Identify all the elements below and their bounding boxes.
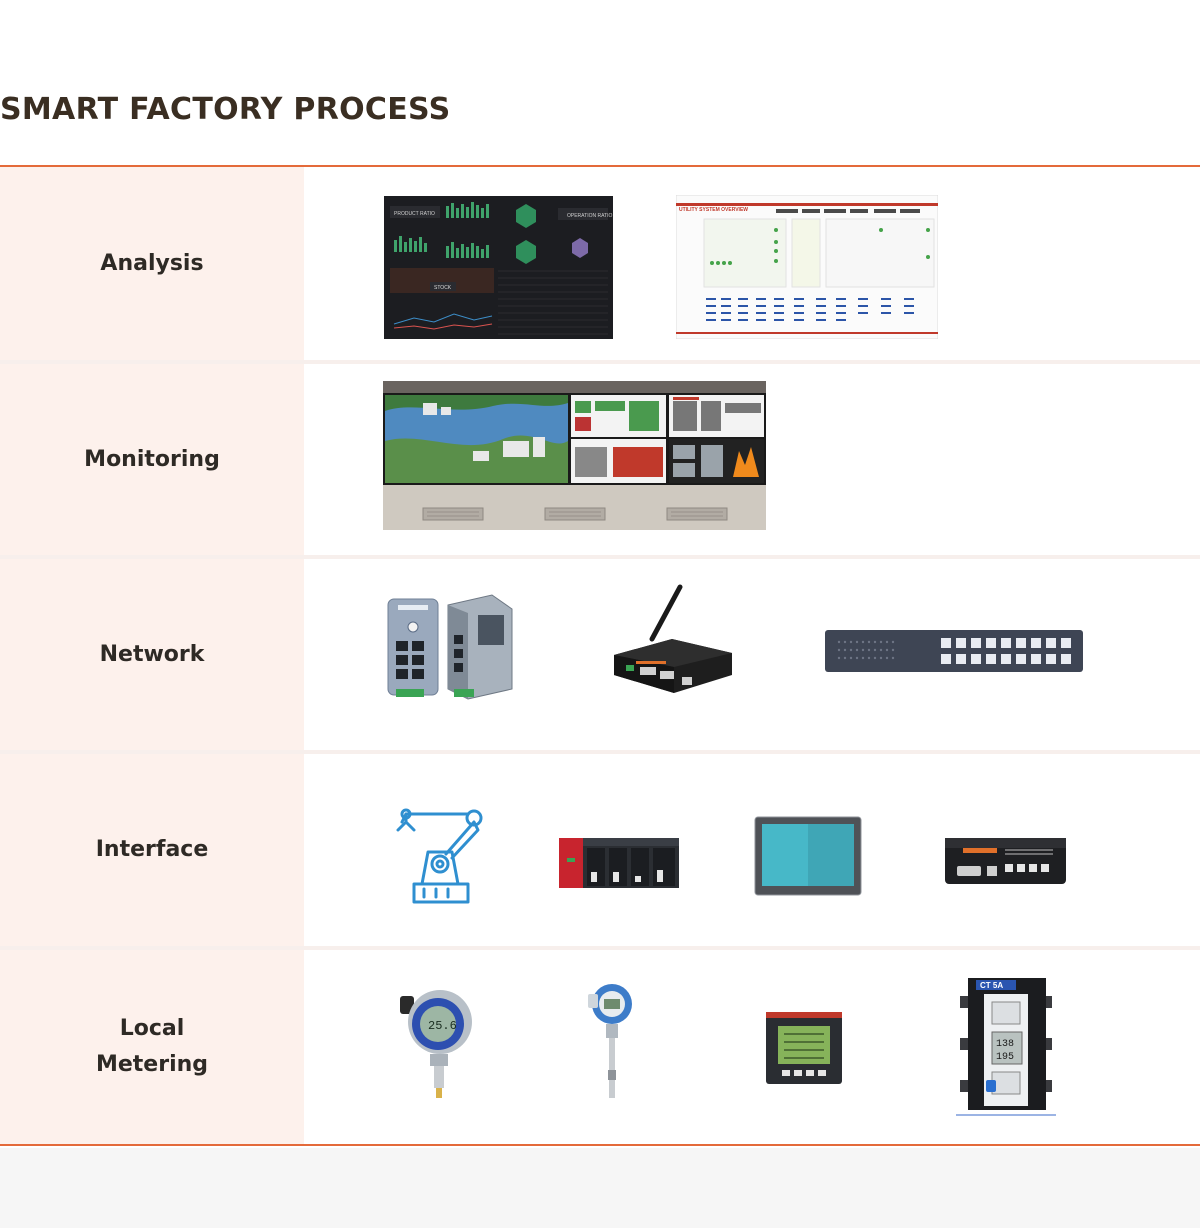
row-label-monitoring: Monitoring [84,446,220,472]
row-local-metering: Local Metering 25.6 [0,950,1200,1144]
bottom-accent-rule [0,1144,1200,1146]
row-images-analysis: PRODUCT RATIO OPERATION RATIO STOCK [304,167,1200,360]
top-accent-rule [0,165,1200,167]
row-images-interface [304,754,1200,946]
serial-converter-image [945,838,1066,884]
row-label-cell: Monitoring [0,364,304,555]
row-monitoring: Monitoring [0,364,1200,555]
hmi-panel-image [754,816,862,896]
power-meter-image [766,1012,842,1084]
plc-module-image [559,838,679,888]
video-wall-image [383,381,766,530]
row-separator [0,750,1200,754]
page-title: SMART FACTORY PROCESS [0,92,451,127]
row-interface: Interface [0,754,1200,946]
row-separator [0,946,1200,950]
row-label-cell: Interface [0,754,304,946]
page-footer-band [0,1148,1200,1228]
row-label-cell: Local Metering [0,950,304,1144]
wireless-gateway-image [614,584,732,693]
row-network: Network [0,559,1200,750]
current-monitor-image: CT 5A 138 195 [956,978,1056,1116]
row-label-network: Network [99,641,205,667]
row-images-local-metering: 25.6 CT 5A [304,950,1200,1144]
dashboard-stock-text: STOCK [434,285,452,291]
svg-text:25.6: 25.6 [428,1019,457,1033]
ethernet-switch-image [387,594,513,700]
temperature-transmitter-image [588,984,632,1098]
row-label-cell: Network [0,559,304,750]
dashboard-product-ratio-text: PRODUCT RATIO [394,211,435,217]
current-monitor-reading-2: 195 [996,1052,1014,1063]
row-label-interface: Interface [95,837,209,862]
row-label-analysis: Analysis [100,250,204,276]
row-analysis: Analysis PRODUCT RATIO OPERATION RATIO S… [0,167,1200,360]
robot-arm-icon [396,808,483,904]
dashboard-operation-ratio-text: OPERATION RATIO [567,213,612,219]
row-label-line: Metering [95,1052,209,1077]
utility-overview-image: UTILITY SYSTEM OVERVIEW [676,195,938,339]
row-separator [0,555,1200,559]
row-images-monitoring [304,364,1200,555]
pressure-transmitter-image: 25.6 [400,990,472,1098]
current-monitor-reading-1: 138 [996,1039,1014,1050]
row-images-network [304,559,1200,750]
dark-dashboard-image: PRODUCT RATIO OPERATION RATIO STOCK [384,196,613,339]
row-label-cell: Analysis [0,167,304,360]
row-label-local-metering: Local Metering [96,1011,208,1083]
utility-header-text: UTILITY SYSTEM OVERVIEW [679,207,748,213]
patch-panel-image [825,630,1083,672]
current-monitor-brand-text: CT 5A [980,981,1003,990]
row-separator [0,360,1200,364]
row-label-line: Local [119,1016,185,1041]
